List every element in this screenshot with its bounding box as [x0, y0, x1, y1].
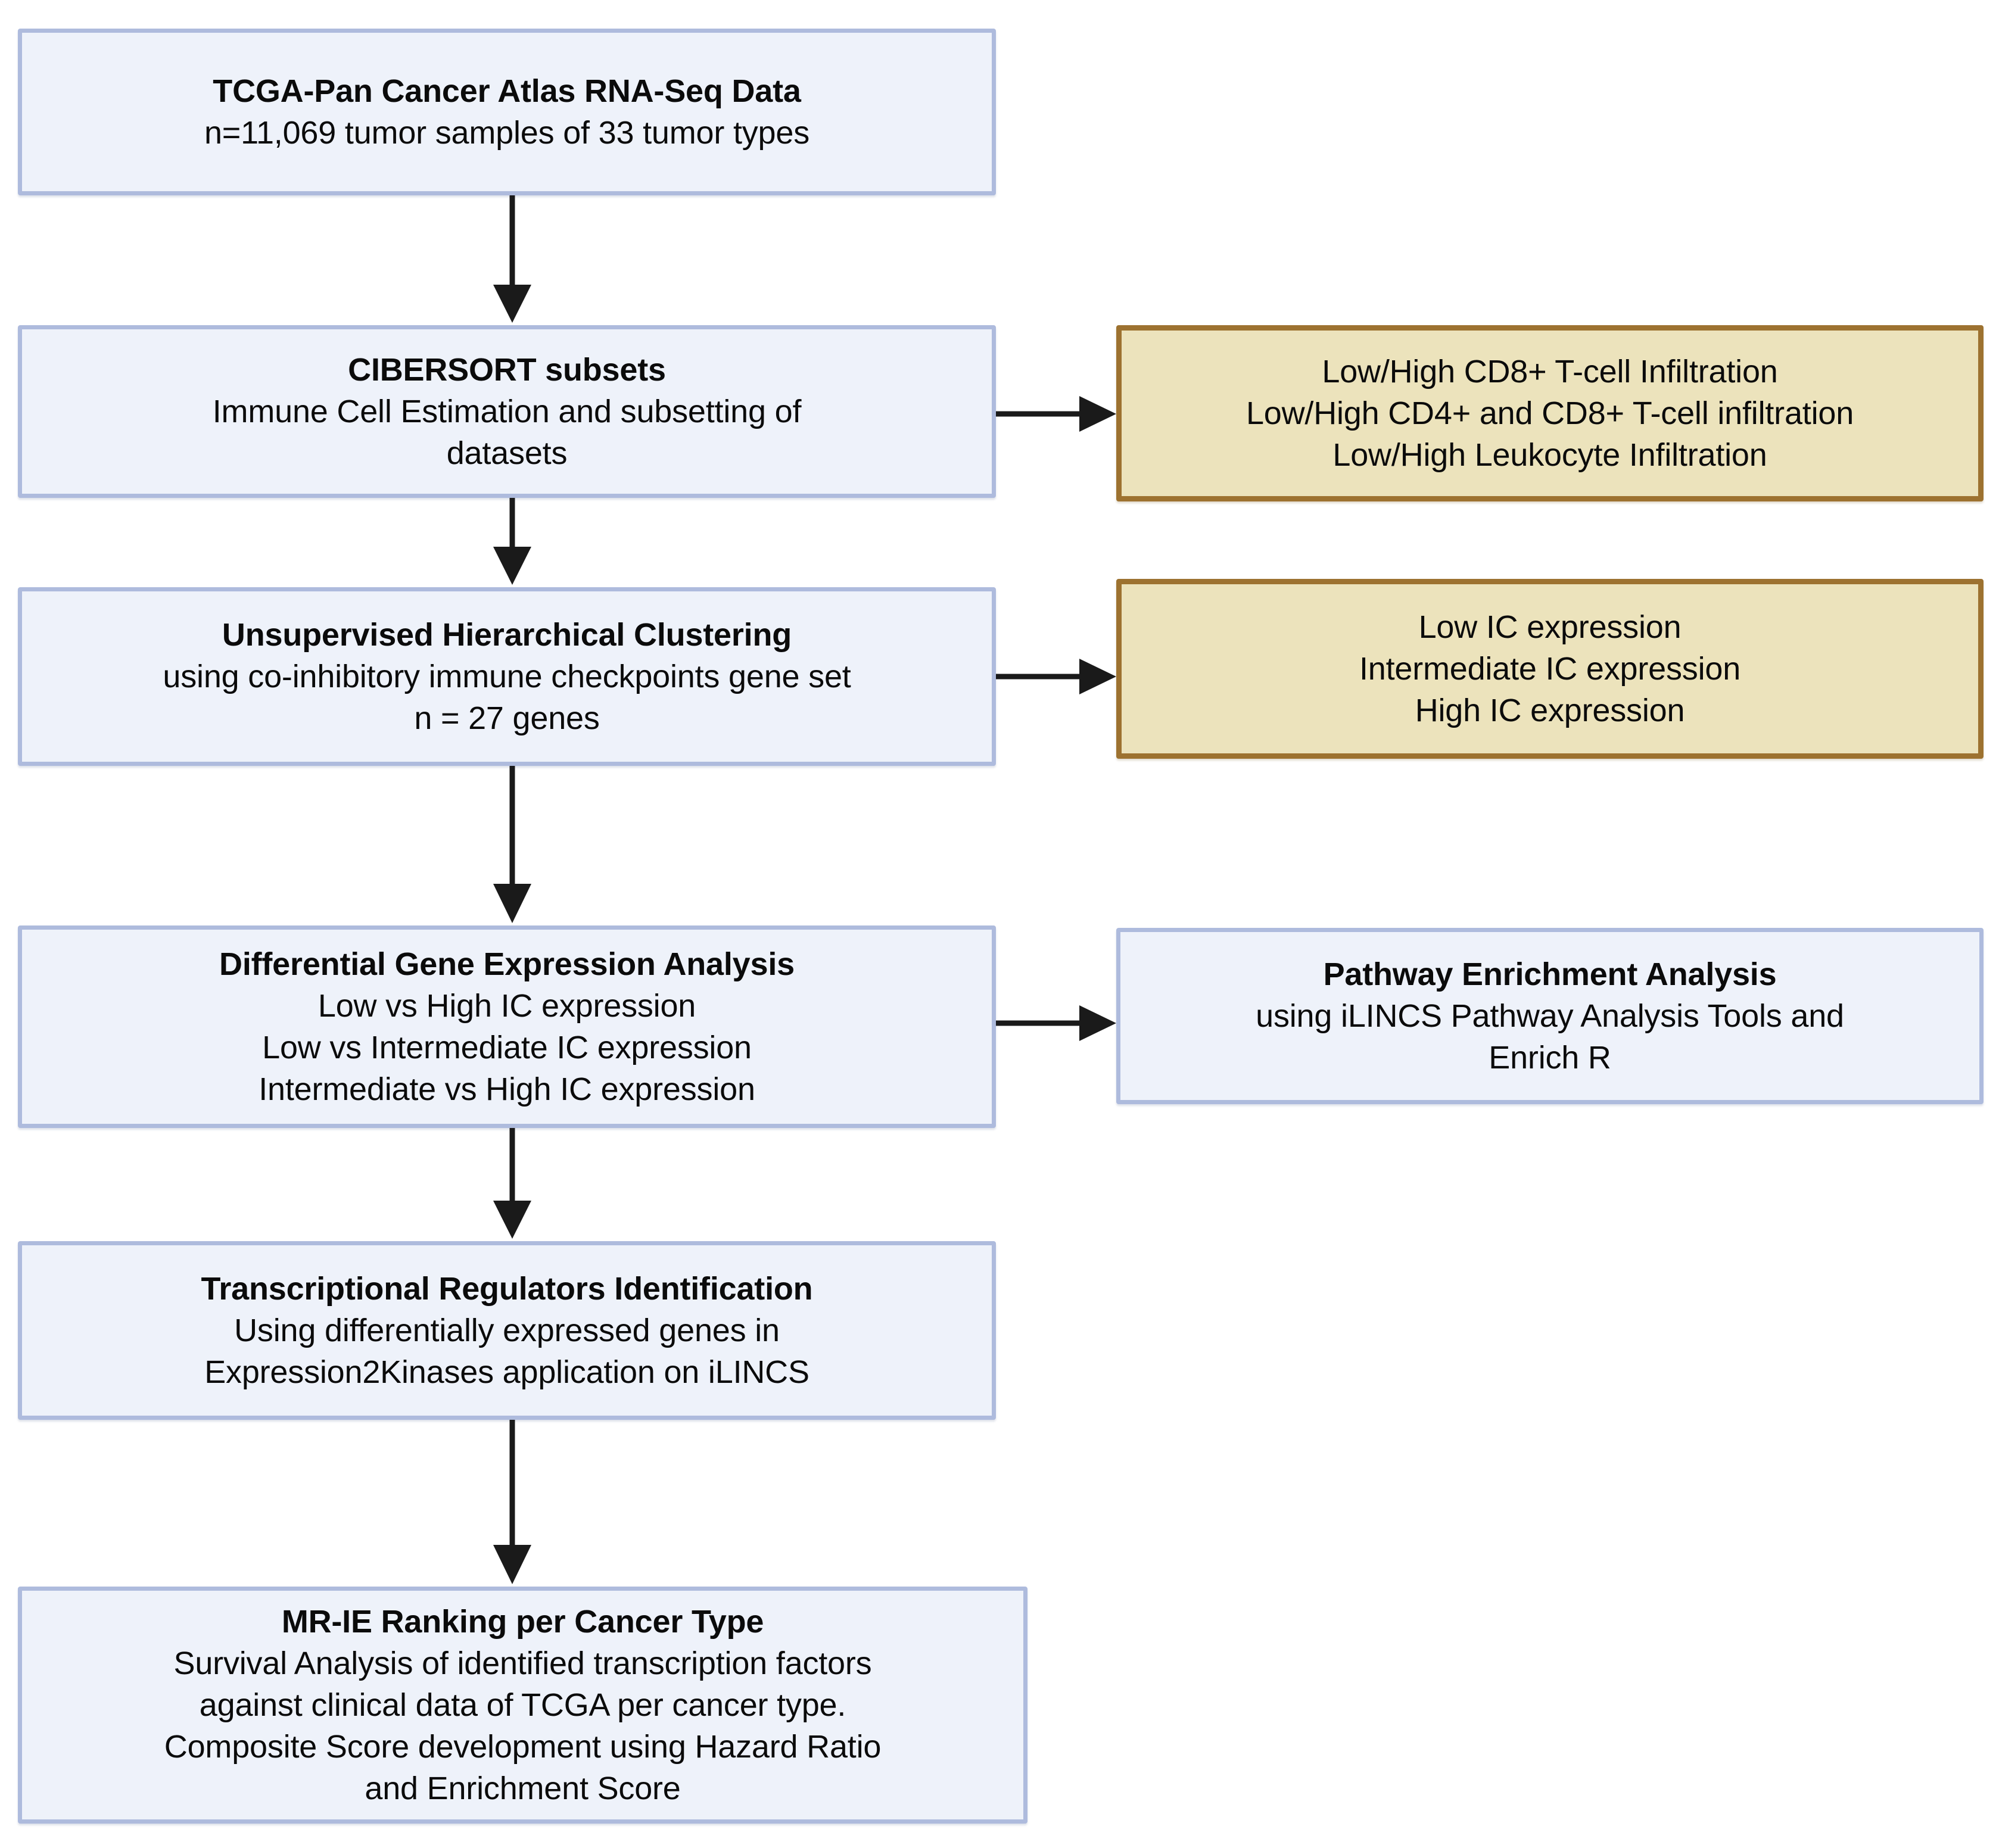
node-mrie-ranking-heading: MR-IE Ranking per Cancer Type	[281, 1603, 764, 1640]
node-dge-heading: Differential Gene Expression Analysis	[219, 946, 795, 982]
node-mrie-ranking-line-1: Survival Analysis of identified transcri…	[173, 1645, 872, 1681]
node-ic-expression-groups-lines: Low IC expression Intermediate IC expres…	[1122, 606, 1978, 732]
arrow-dge-to-regulators	[488, 1128, 536, 1241]
arrow-clustering-to-ic-groups	[996, 653, 1119, 700]
arrow-cibersort-to-infiltration	[996, 390, 1119, 438]
node-transcriptional-regulators-heading: Transcriptional Regulators Identificatio…	[201, 1270, 813, 1307]
node-clustering-lines: Unsupervised Hierarchical Clustering usi…	[22, 614, 992, 740]
node-mrie-ranking[interactable]: MR-IE Ranking per Cancer Type Survival A…	[18, 1587, 1027, 1824]
node-ic-expression-line-2: Intermediate IC expression	[1359, 650, 1741, 687]
node-pathway-enrichment-line-1: using iLINCS Pathway Analysis Tools and	[1256, 998, 1844, 1034]
node-dge-lines: Differential Gene Expression Analysis Lo…	[22, 943, 992, 1111]
node-dge-line-2: Low vs Intermediate IC expression	[262, 1030, 752, 1065]
node-clustering[interactable]: Unsupervised Hierarchical Clustering usi…	[18, 587, 996, 766]
node-dge-line-3: Intermediate vs High IC expression	[259, 1071, 755, 1108]
node-cibersort[interactable]: CIBERSORT subsets Immune Cell Estimation…	[18, 325, 996, 498]
node-transcriptional-regulators[interactable]: Transcriptional Regulators Identificatio…	[18, 1241, 996, 1420]
node-infiltration-line-3: Low/High Leukocyte Infiltration	[1332, 437, 1767, 473]
node-cibersort-line-2: datasets	[446, 435, 568, 472]
arrow-cibersort-to-clustering	[488, 498, 536, 587]
node-mrie-ranking-line-3: Composite Score development using Hazard…	[164, 1729, 882, 1765]
node-infiltration-line-1: Low/High CD8+ T-cell Infiltration	[1322, 353, 1778, 389]
node-transcriptional-regulators-line-1: Using differentially expressed genes in	[234, 1312, 780, 1348]
node-clustering-heading: Unsupervised Hierarchical Clustering	[222, 616, 792, 653]
arrow-dge-to-pathway	[996, 999, 1119, 1047]
node-pathway-enrichment-heading: Pathway Enrichment Analysis	[1323, 956, 1777, 992]
node-infiltration-groups[interactable]: Low/High CD8+ T-cell Infiltration Low/Hi…	[1116, 325, 1984, 501]
node-data-source-heading: TCGA-Pan Cancer Atlas RNA-Seq Data	[213, 73, 801, 109]
node-cibersort-line-1: Immune Cell Estimation and subsetting of	[212, 393, 802, 429]
node-pathway-enrichment-lines: Pathway Enrichment Analysis using iLINCS…	[1120, 953, 1979, 1079]
node-cibersort-lines: CIBERSORT subsets Immune Cell Estimation…	[22, 349, 992, 475]
node-dge-line-1: Low vs High IC expression	[317, 987, 696, 1024]
node-infiltration-groups-lines: Low/High CD8+ T-cell Infiltration Low/Hi…	[1122, 351, 1978, 476]
node-ic-expression-line-1: Low IC expression	[1418, 609, 1682, 645]
node-data-source[interactable]: TCGA-Pan Cancer Atlas RNA-Seq Data n=11,…	[18, 29, 996, 195]
node-data-source-line-1: n=11,069 tumor samples of 33 tumor types	[204, 115, 810, 151]
node-ic-expression-groups[interactable]: Low IC expression Intermediate IC expres…	[1116, 579, 1984, 759]
node-cibersort-heading: CIBERSORT subsets	[348, 351, 666, 388]
node-data-source-lines: TCGA-Pan Cancer Atlas RNA-Seq Data n=11,…	[22, 70, 992, 154]
node-mrie-ranking-line-4: and Enrichment Score	[365, 1771, 681, 1807]
node-dge[interactable]: Differential Gene Expression Analysis Lo…	[18, 925, 996, 1128]
arrow-regulators-to-ranking	[488, 1420, 536, 1587]
node-pathway-enrichment-line-2: Enrich R	[1489, 1040, 1611, 1076]
arrow-data-to-cibersort	[488, 195, 536, 325]
node-mrie-ranking-line-2: against clinical data of TCGA per cancer…	[199, 1687, 846, 1723]
arrow-clustering-to-dge	[488, 766, 536, 925]
node-pathway-enrichment[interactable]: Pathway Enrichment Analysis using iLINCS…	[1116, 928, 1984, 1104]
node-ic-expression-line-3: High IC expression	[1415, 693, 1685, 729]
node-clustering-line-2: n = 27 genes	[414, 700, 600, 737]
node-transcriptional-regulators-lines: Transcriptional Regulators Identificatio…	[22, 1268, 992, 1394]
node-transcriptional-regulators-line-2: Expression2Kinases application on iLINCS	[204, 1354, 809, 1391]
node-infiltration-line-2: Low/High CD4+ and CD8+ T-cell infiltrati…	[1246, 395, 1854, 431]
node-clustering-line-1: using co-inhibitory immune checkpoints g…	[163, 658, 851, 694]
node-mrie-ranking-lines: MR-IE Ranking per Cancer Type Survival A…	[22, 1601, 1023, 1810]
